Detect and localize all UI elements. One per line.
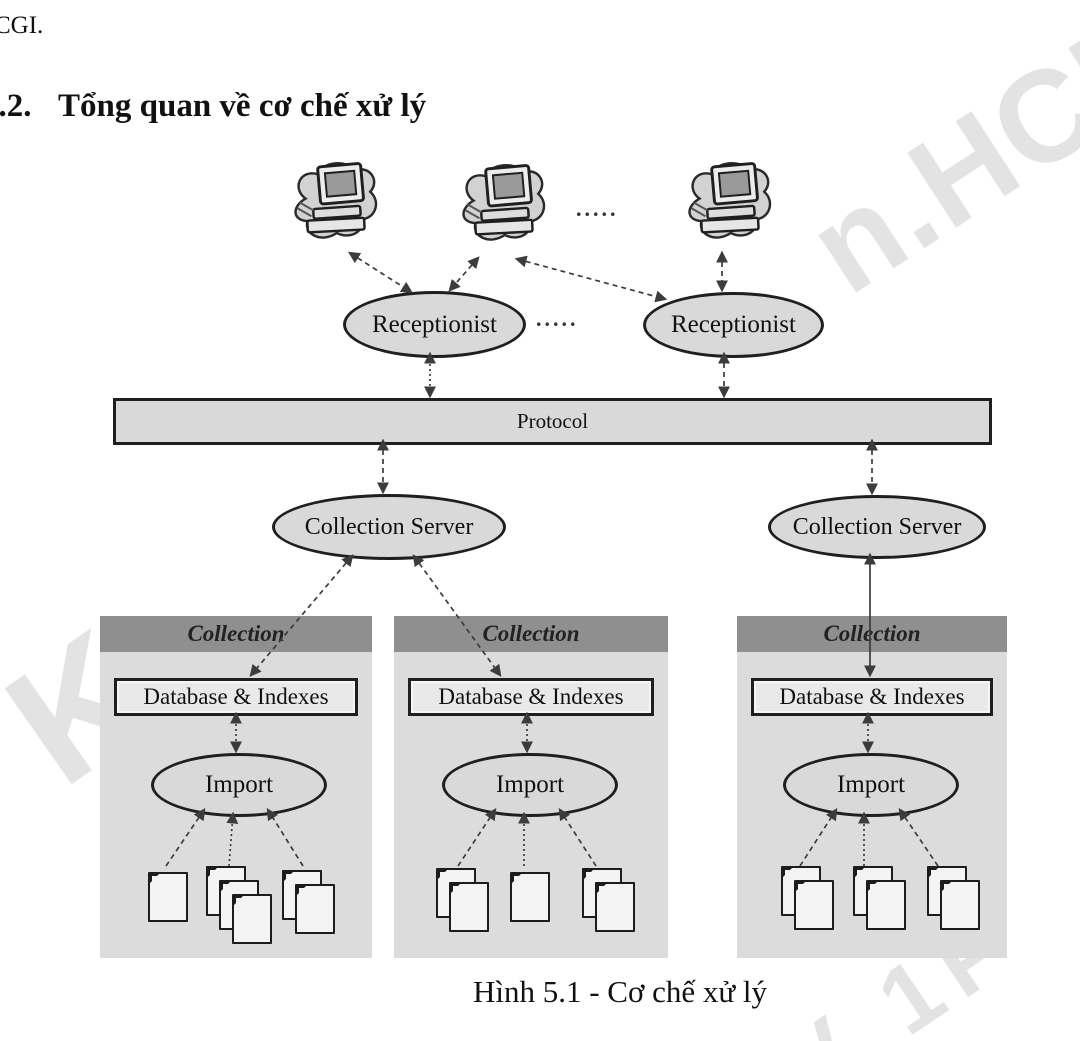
collection-panel: Collection Database & Indexes Import (737, 616, 1007, 958)
collection-server-label: Collection Server (304, 513, 474, 540)
computer-icon (452, 159, 550, 253)
computer-icon (284, 157, 382, 251)
collection-panel: Collection Database & Indexes Import (394, 616, 668, 958)
import-label: Import (836, 771, 906, 798)
database-indexes-label: Database & Indexes (143, 684, 329, 709)
receptionist-label: Receptionist (372, 310, 497, 338)
collection-header-label: Collection (187, 621, 285, 646)
collection-panel: Collection Database & Indexes Import (100, 616, 372, 958)
collection-panel-header: Collection (100, 616, 372, 652)
document-icon (940, 880, 980, 930)
protocol-bar: Protocol (113, 398, 992, 445)
document-icon (295, 884, 335, 934)
receptionist-label: Receptionist (671, 311, 796, 338)
import-label: Import (204, 771, 274, 798)
import-node: Import (151, 753, 327, 817)
collection-server-node-left: Collection Server (272, 494, 506, 560)
arrow-client2-receptionist-right (514, 255, 668, 303)
computer-icon (678, 157, 776, 251)
arrow-client2-receptionist-left (448, 256, 480, 292)
document-icon (595, 882, 635, 932)
database-indexes-label: Database & Indexes (438, 684, 624, 709)
collection-server-label: Collection Server (792, 513, 962, 540)
document-icon (794, 880, 834, 930)
figure-caption: Hình 5.1 - Cơ chế xử lý (472, 974, 768, 1009)
database-indexes-box: Database & Indexes (751, 678, 993, 716)
section-number: 5.2. (0, 88, 32, 124)
database-indexes-box: Database & Indexes (408, 678, 654, 716)
collection-panel-header: Collection (394, 616, 668, 652)
import-node: Import (442, 753, 618, 817)
receptionists-ellipsis: ..... (536, 306, 579, 331)
collection-panel-header: Collection (737, 616, 1007, 652)
document-icon (866, 880, 906, 930)
receptionist-node-right: Receptionist (643, 292, 824, 358)
document-icon (148, 872, 188, 922)
document-icon (510, 872, 550, 922)
clients-ellipsis: ..... (576, 196, 619, 221)
section-title: Tổng quan về cơ chế xử lý (58, 88, 427, 124)
receptionist-node-left: Receptionist (343, 291, 526, 358)
database-indexes-label: Database & Indexes (779, 684, 965, 709)
protocol-label: Protocol (516, 409, 589, 433)
collection-header-label: Collection (482, 621, 580, 646)
document-icon (449, 882, 489, 932)
import-node: Import (783, 753, 959, 817)
arrow-client1-receptionist-left (347, 251, 414, 294)
paragraph-fragment: CGI. (0, 12, 44, 39)
collection-server-node-right: Collection Server (768, 495, 986, 559)
monitor (316, 162, 365, 206)
document-icon (232, 894, 272, 944)
database-indexes-box: Database & Indexes (114, 678, 358, 716)
collection-header-label: Collection (823, 621, 921, 646)
import-label: Import (495, 771, 565, 798)
